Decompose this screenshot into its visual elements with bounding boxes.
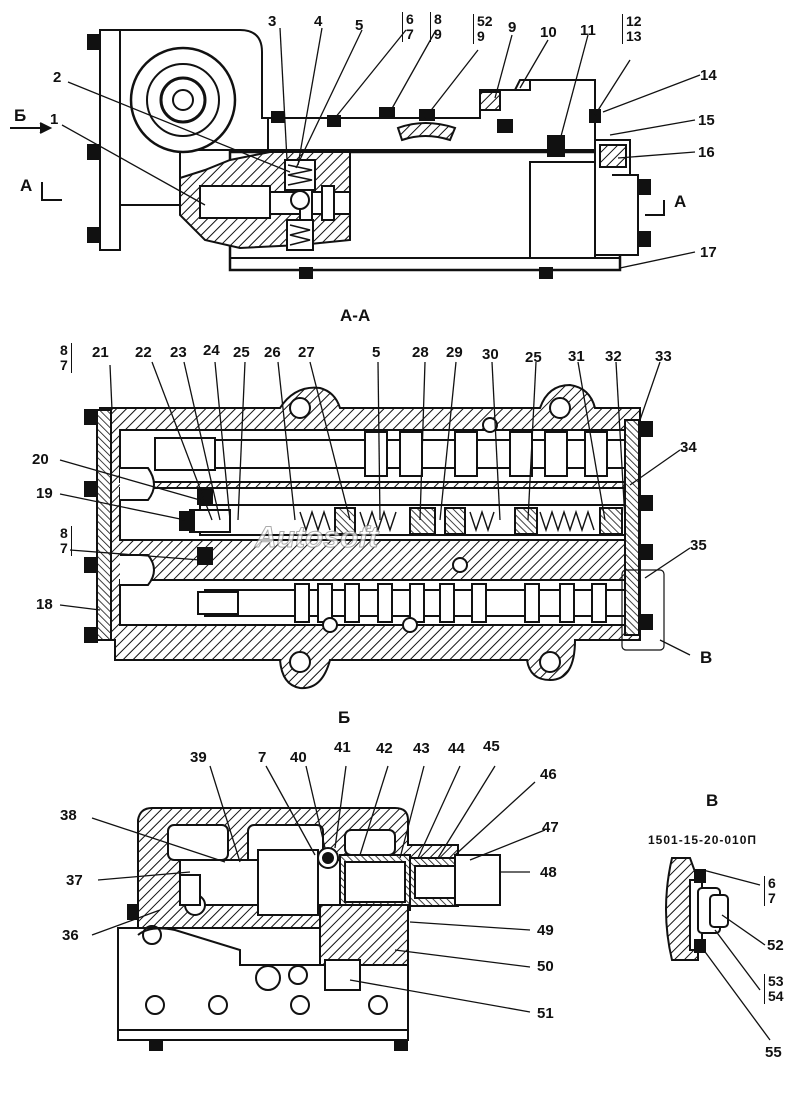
part-label: 51 (537, 1005, 554, 1022)
part-label: 42 (376, 740, 393, 757)
part-label: 48 (540, 864, 557, 881)
marker-a-left: А (20, 176, 33, 195)
marker-a-right: А (674, 192, 687, 211)
part-label: 19 (36, 485, 53, 502)
part-label: 15 (698, 112, 715, 129)
marker-b-arrow: Б (14, 106, 27, 125)
part-label: 1 (50, 111, 59, 128)
marker-v-callout: В (700, 648, 713, 667)
part-label: 5 (372, 344, 381, 361)
part-label: 24 (203, 342, 220, 359)
part-label: 2 (53, 69, 62, 86)
part-label: 34 (680, 439, 697, 456)
part-label: 41 (334, 739, 351, 756)
watermark: Autosoft (254, 521, 379, 554)
part-label: 9 (508, 19, 517, 36)
part-label: 35 (690, 537, 707, 554)
part-label: 26 (264, 344, 281, 361)
part-label: 50 (537, 958, 554, 975)
section-title-aa: А-А (340, 306, 371, 325)
part-label: 55 (765, 1044, 782, 1061)
part-label: 21 (92, 344, 109, 361)
section-title-b: Б (338, 708, 351, 727)
part-label: 4 (314, 13, 323, 30)
part-label: 7 (258, 749, 267, 766)
view-4-detail-v (665, 857, 729, 961)
part-label: 39 (190, 749, 207, 766)
part-label: 18 (36, 596, 53, 613)
part-label: 31 (568, 348, 585, 365)
part-label: 45 (483, 738, 500, 755)
part-label: 10 (540, 24, 557, 41)
part-label: 30 (482, 346, 499, 363)
part-label: 25 (233, 344, 250, 361)
detail-code: 1501-15-20-010П (648, 833, 758, 847)
part-label: 29 (446, 344, 463, 361)
part-label: 28 (412, 344, 429, 361)
part-label: 27 (298, 344, 315, 361)
part-label: 33 (655, 348, 672, 365)
part-label: 49 (537, 922, 554, 939)
part-label: 40 (290, 749, 307, 766)
part-label: 22 (135, 344, 152, 361)
part-label: 20 (32, 451, 49, 468)
part-label: 5 (355, 17, 364, 34)
part-label: 25 (525, 349, 542, 366)
part-label: 32 (605, 348, 622, 365)
view-1-leaders (61, 27, 701, 269)
part-label: 3 (268, 13, 277, 30)
part-label: 44 (448, 740, 465, 757)
part-label: 38 (60, 807, 77, 824)
part-label: 14 (700, 67, 717, 84)
part-label: 36 (62, 927, 79, 944)
part-label: 52 (767, 937, 784, 954)
view-1-side-view (10, 29, 665, 279)
view-2-section-aa (84, 383, 665, 690)
view-2-leaders (59, 361, 691, 656)
view-3-leaders (91, 765, 546, 1013)
part-label: 37 (66, 872, 83, 889)
part-label: 46 (540, 766, 557, 783)
part-label: 11 (580, 22, 596, 39)
part-label: 23 (170, 344, 187, 361)
part-label: 47 (542, 819, 559, 836)
part-label: 43 (413, 740, 430, 757)
view-3-section-b (117, 807, 501, 1051)
part-label: 17 (700, 244, 717, 261)
part-label: 16 (698, 144, 715, 161)
view-4-leaders (699, 869, 771, 1041)
section-title-v: В (706, 791, 719, 810)
